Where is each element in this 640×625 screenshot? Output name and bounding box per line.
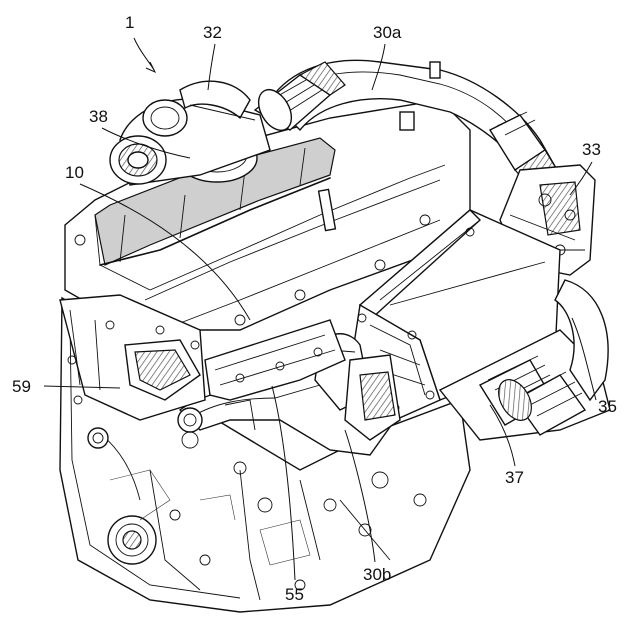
leader-38 [101,127,191,159]
label-37: 37 [505,468,524,487]
label-59: 59 [12,377,31,396]
label-35: 35 [598,397,617,416]
leader-lines [43,37,597,581]
label-38: 38 [89,107,108,126]
leader-33 [569,161,593,196]
leader-59 [43,385,121,389]
leader-1-arrow [145,61,157,74]
exhaust-manifold [204,319,346,401]
label-30b: 30b [363,565,391,584]
label-10: 10 [65,163,84,182]
egr-cooler [59,294,206,421]
leader-55 [271,385,296,581]
leader-37 [489,404,516,467]
exhaust-flex-pipes [438,279,611,441]
label-32: 32 [203,23,222,42]
leader-32 [207,43,216,91]
label-33: 33 [582,140,601,159]
leader-1 [133,37,155,71]
cylinder-head-cover [64,99,471,331]
leader-30b [344,429,376,563]
label-30a: 30a [373,23,402,42]
label-1: 1 [125,13,134,32]
leader-35 [571,317,597,401]
leader-30a [371,43,386,91]
label-55: 55 [285,585,304,604]
reference-labels: 1 32 30a 38 10 33 59 35 37 55 30b [12,13,617,604]
leader-10 [79,183,251,321]
